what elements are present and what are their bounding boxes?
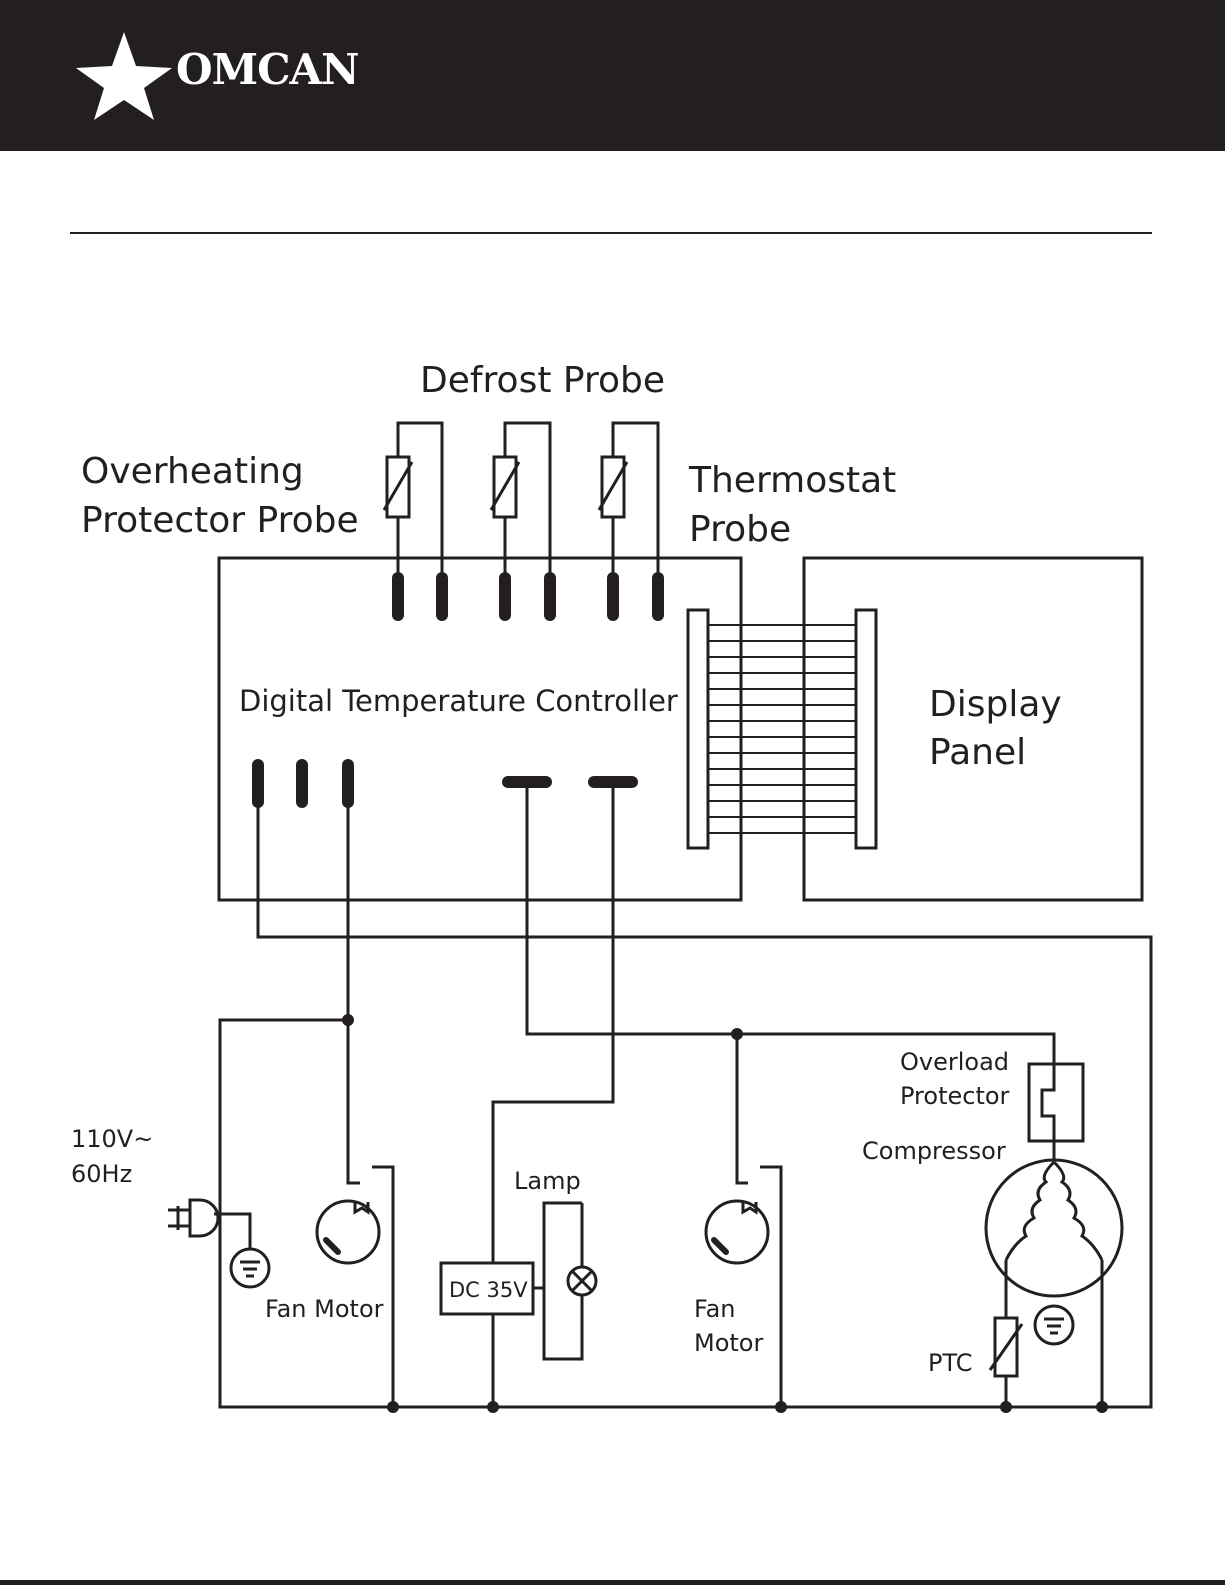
power-plug: [168, 1200, 250, 1250]
label-thermostat-2: Probe: [689, 509, 791, 550]
label-dc: DC 35V: [449, 1278, 528, 1302]
fan-motor-right: [706, 1201, 768, 1263]
label-fan-motor-right-2: Motor: [694, 1329, 763, 1357]
ptc-resistor: [990, 1318, 1022, 1376]
ground-symbol-compressor: [1035, 1306, 1073, 1344]
label-overload-1: Overload: [900, 1048, 1009, 1076]
label-fan-motor-left: Fan Motor: [265, 1295, 384, 1323]
bottom-rule: [0, 1580, 1225, 1585]
label-defrost-probe: Defrost Probe: [420, 360, 665, 401]
label-display-1: Display: [929, 684, 1062, 725]
label-overheating-2: Protector Probe: [81, 500, 359, 541]
label-overload-2: Protector: [900, 1082, 1010, 1110]
ribbon-cable: [708, 625, 856, 833]
label-ptc: PTC: [928, 1349, 972, 1377]
label-compressor: Compressor: [862, 1137, 1006, 1165]
label-controller: Digital Temperature Controller: [239, 684, 678, 718]
wire-fan-right-return: [760, 1167, 781, 1407]
label-thermostat-1: Thermostat: [688, 460, 896, 501]
ribbon-connector-left: [688, 610, 708, 848]
label-fan-motor-right-1: Fan: [694, 1295, 736, 1323]
wire-to-overload: [527, 782, 1054, 1064]
label-display-2: Panel: [929, 732, 1026, 773]
wire-fan-right: [737, 1034, 748, 1183]
fan-motor-left: [317, 1201, 379, 1263]
wire-fan-left: [348, 785, 360, 1183]
overload-protector: [1029, 1064, 1083, 1162]
wire-fan-left-return: [372, 1167, 393, 1407]
ribbon-connector-right: [856, 610, 876, 848]
label-overheating-1: Overheating: [81, 451, 304, 492]
label-voltage-2: 60Hz: [71, 1160, 132, 1188]
label-lamp: Lamp: [514, 1167, 581, 1195]
label-voltage-1: 110V~: [71, 1125, 153, 1153]
ground-symbol-plug: [231, 1249, 269, 1287]
